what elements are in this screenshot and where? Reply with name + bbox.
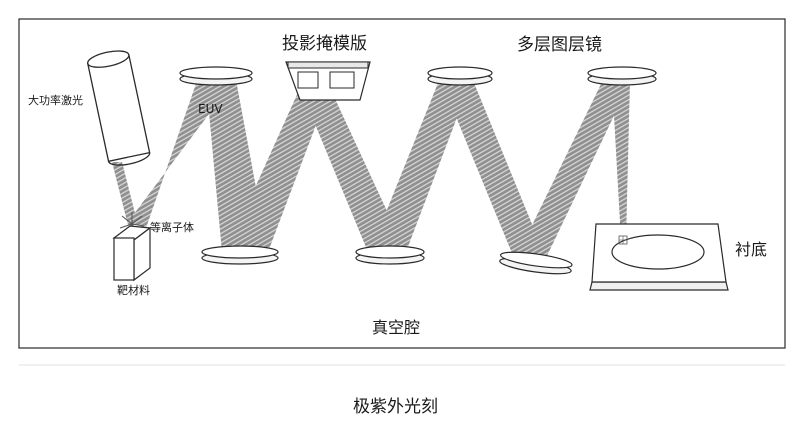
top-mirror-3 <box>587 66 657 86</box>
substrate-label: 衬底 <box>735 240 768 259</box>
vacuum-chamber-frame <box>18 18 786 349</box>
euv-label: EUV <box>198 102 223 116</box>
laser-beam <box>112 162 138 225</box>
target-label: 靶材料 <box>117 284 150 297</box>
figure-caption: 极紫外光刻 <box>353 397 438 417</box>
top-mirror-2 <box>427 66 493 86</box>
target-block <box>112 225 152 282</box>
bottom-mirror-2 <box>355 245 425 265</box>
laser-label: 大功率激光 <box>28 94 83 107</box>
vacuum-chamber-label: 真空腔 <box>372 318 421 337</box>
mirror-label: 多层图层镜 <box>517 35 602 55</box>
top-mirror-1 <box>179 66 253 86</box>
wafer <box>611 234 705 270</box>
bottom-mirror-3 <box>499 251 573 275</box>
euv-beam-path <box>128 78 632 258</box>
mask-label: 投影掩模版 <box>282 34 367 54</box>
laser-source <box>86 50 151 166</box>
bottom-mirror-1 <box>201 245 279 265</box>
plasma-label: 等离子体 <box>150 221 194 234</box>
projection-mask <box>285 61 371 101</box>
substrate-stage <box>589 223 729 291</box>
